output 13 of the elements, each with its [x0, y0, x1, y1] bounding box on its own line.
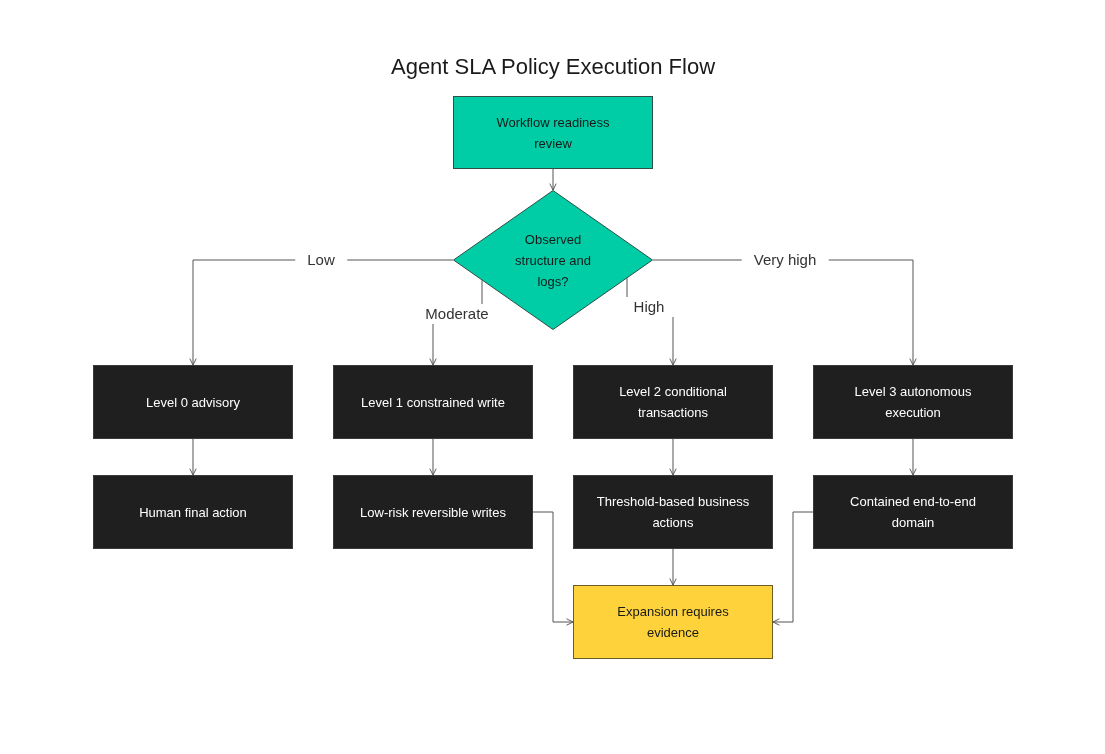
process-box: Level 0 advisory: [93, 365, 293, 439]
process-box: Contained end-to-end domain: [813, 475, 1013, 549]
diagram-title: Agent SLA Policy Execution Flow: [389, 53, 717, 81]
process-box: Level 1 constrained write: [333, 365, 533, 439]
process-box: Low-risk reversible writes: [333, 475, 533, 549]
process-box: Level 2 conditional transactions: [573, 365, 773, 439]
process-box: Human final action: [93, 475, 293, 549]
process-box: Threshold-based business actions: [573, 475, 773, 549]
process-box: Expansion requires evidence: [573, 585, 773, 659]
arrow: [532, 511, 574, 626]
process-box: Level 3 autonomous execution: [813, 365, 1013, 439]
arrow: [772, 511, 814, 626]
process-box: Workflow readiness review: [453, 96, 653, 169]
